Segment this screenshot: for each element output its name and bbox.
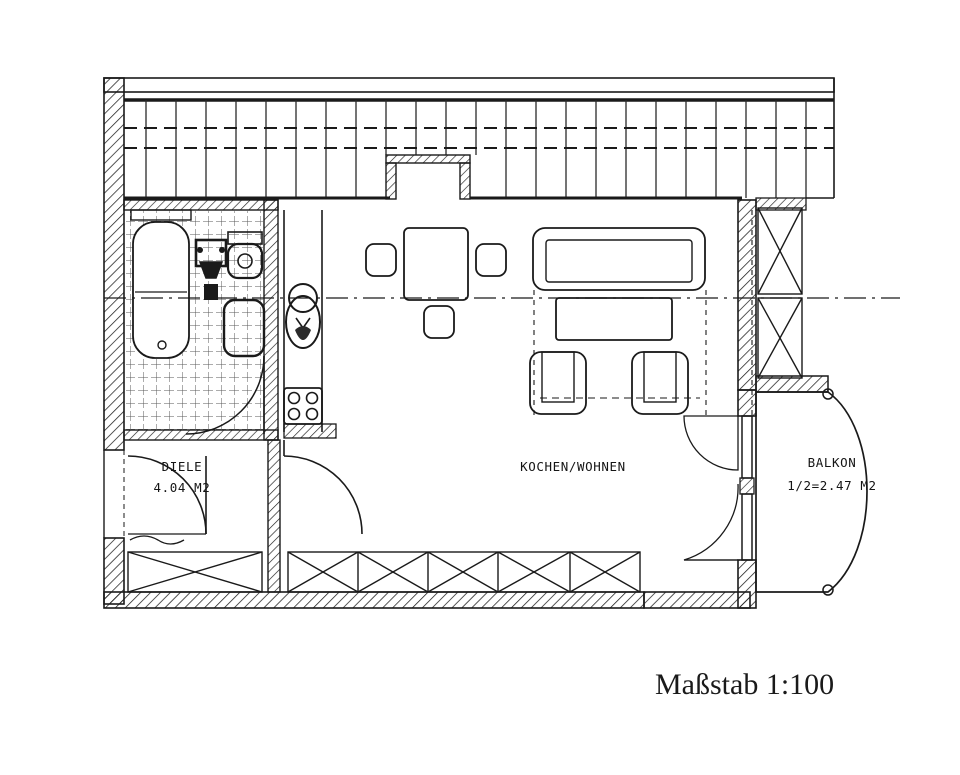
wall-bath-right — [263, 199, 279, 441]
wall-bottom — [103, 591, 645, 609]
scale-note: Maßstab 1:100 — [655, 668, 834, 701]
bottom-railing-living — [287, 551, 641, 593]
wall-bottom-right — [643, 591, 751, 609]
dining-chair-bottom — [423, 305, 455, 339]
shaft-left — [385, 162, 397, 200]
dining-chair-left — [365, 243, 397, 277]
furniture-group — [365, 227, 706, 415]
diele-living-door-swing — [283, 455, 363, 535]
toilet-cistern — [227, 231, 263, 245]
balcony-door-mullion — [739, 477, 755, 495]
wall-bath-top — [123, 199, 279, 211]
balcony-post-bottom — [822, 584, 834, 596]
room-label-diele: DIELE — [162, 459, 203, 474]
dining-table — [403, 227, 469, 301]
balcony-wall-top — [755, 375, 829, 393]
room-label-kochen-wohnen: KOCHEN/WOHNEN — [520, 459, 626, 474]
bathtub — [130, 209, 192, 359]
bathtub-drain — [157, 340, 167, 350]
shower-unit — [222, 298, 266, 358]
entry-door-swing — [127, 455, 207, 535]
entry-threshold — [129, 535, 185, 545]
room-label-balkon: BALKON — [808, 455, 857, 470]
armchair-left — [529, 351, 587, 415]
wall-group — [103, 77, 835, 609]
kitchen-counter-end — [283, 423, 337, 439]
wall-bath-bottom — [123, 429, 279, 441]
cooktop — [283, 387, 323, 425]
bottom-railing-diele — [127, 551, 263, 593]
wall-right-door-sill — [737, 559, 757, 609]
room-label-group: DIELE 4.04 M2 KOCHEN/WOHNEN BALKON 1/2=2… — [154, 455, 877, 495]
balcony-group — [683, 388, 868, 596]
wall-right-door-head — [737, 389, 757, 417]
balcony-door-swing-lower — [683, 483, 739, 561]
wall-right-upper — [737, 199, 757, 391]
sofa — [532, 227, 706, 291]
bathtub-ledge — [130, 209, 192, 221]
bathroom-group — [126, 209, 266, 435]
diele-door-group — [127, 440, 363, 545]
balcony-door-swing-upper — [683, 415, 739, 471]
toilet — [226, 231, 264, 280]
armchair-right — [631, 351, 689, 415]
room-area-balkon: 1/2=2.47 M2 — [787, 478, 876, 493]
balcony-post-top — [822, 388, 834, 400]
bathroom-door-swing — [185, 355, 265, 435]
room-area-diele: 4.04 M2 — [154, 480, 211, 495]
wall-left-upper — [103, 77, 125, 451]
right-niche-head — [755, 197, 807, 211]
dining-chair-right — [475, 243, 507, 277]
washbasin — [194, 238, 228, 300]
wall-diele-partition — [267, 439, 281, 593]
shaft-top — [385, 154, 471, 164]
shaft-right — [459, 162, 471, 200]
